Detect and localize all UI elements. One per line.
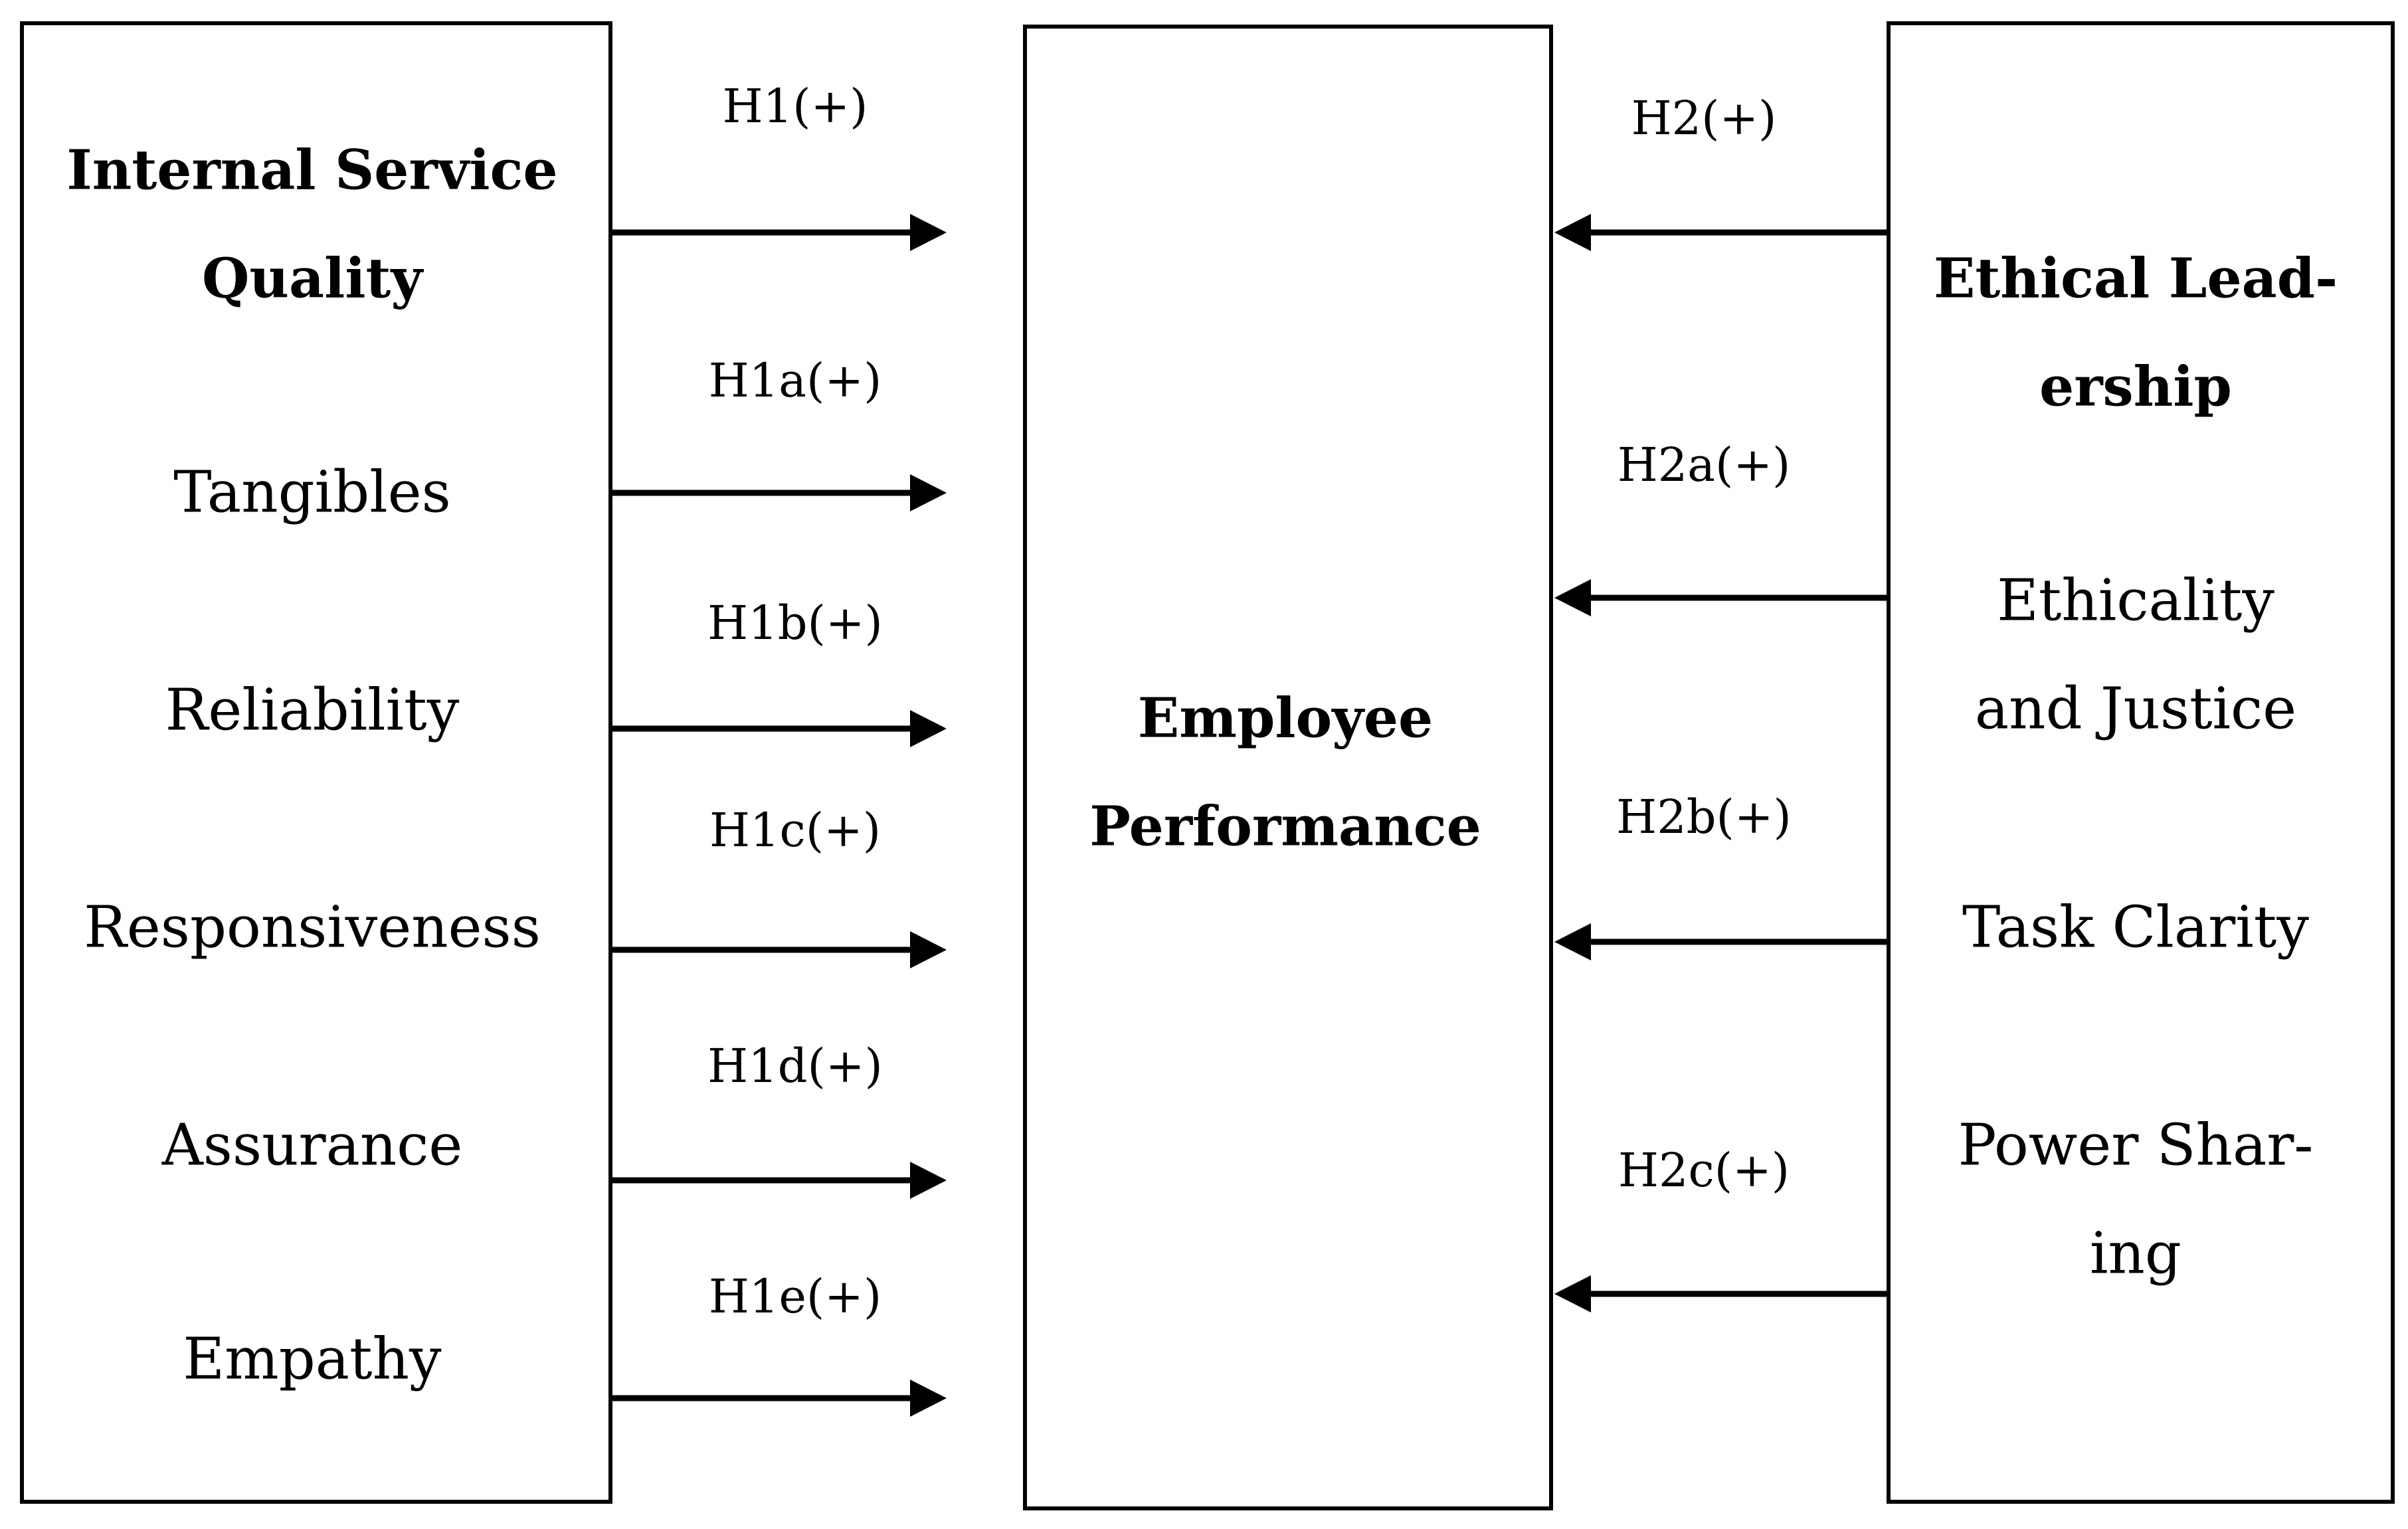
arrow-h2c bbox=[1554, 1275, 1887, 1312]
item-ethicality-line-1: Ethicality bbox=[1997, 567, 2274, 634]
arrow-h1b bbox=[612, 710, 947, 747]
center-title-line-1: Employee bbox=[1137, 686, 1434, 751]
employee-performance-box bbox=[1023, 25, 1553, 1510]
hypothesis-label-h1b: H1b(+) bbox=[707, 596, 883, 650]
arrow-h2 bbox=[1554, 214, 1887, 251]
hypothesis-label-h2c: H2c(+) bbox=[1618, 1143, 1790, 1198]
item-tangibles: Tangibles bbox=[173, 459, 451, 526]
ethical-leadership-box bbox=[1887, 21, 2395, 1504]
item-power-sharing-line-1: Power Shar- bbox=[1958, 1112, 2314, 1179]
hypothesis-label-h2b: H2b(+) bbox=[1616, 790, 1792, 844]
left-title-line-2: Quality bbox=[201, 246, 423, 311]
hypothesis-label-h1: H1(+) bbox=[722, 79, 868, 134]
hypothesis-label-h2: H2(+) bbox=[1631, 91, 1777, 145]
item-responsiveness: Responsiveness bbox=[84, 894, 541, 961]
center-title-line-2: Performance bbox=[1089, 794, 1481, 859]
item-power-sharing-line-2: ing bbox=[2090, 1220, 2181, 1287]
arrow-h2a bbox=[1554, 579, 1887, 616]
item-ethicality-line-2: and Justice bbox=[1974, 675, 2297, 743]
left-title-line-1: Internal Service bbox=[66, 138, 558, 203]
hypothesis-label-h1d: H1d(+) bbox=[707, 1039, 883, 1093]
item-assurance: Assurance bbox=[161, 1112, 463, 1179]
arrow-h1e bbox=[612, 1380, 947, 1417]
item-task-clarity: Task Clarity bbox=[1962, 894, 2309, 961]
hypothesis-label-h1e: H1e(+) bbox=[708, 1269, 882, 1324]
right-title-line-1: Ethical Lead- bbox=[1933, 246, 2338, 311]
item-empathy: Empathy bbox=[183, 1326, 442, 1393]
item-reliability: Reliability bbox=[165, 677, 460, 744]
arrow-h1 bbox=[612, 214, 947, 251]
hypothesis-label-h2a: H2a(+) bbox=[1617, 438, 1791, 492]
arrow-h1c bbox=[612, 931, 947, 968]
right-title-line-2: ership bbox=[2039, 355, 2232, 419]
hypothesis-label-h1c: H1c(+) bbox=[709, 803, 881, 857]
hypothesis-label-h1a: H1a(+) bbox=[708, 353, 882, 408]
internal-service-quality-box bbox=[20, 21, 612, 1504]
arrow-h2b bbox=[1554, 923, 1887, 960]
arrow-h1a bbox=[612, 474, 947, 511]
arrow-h1d bbox=[612, 1162, 947, 1199]
